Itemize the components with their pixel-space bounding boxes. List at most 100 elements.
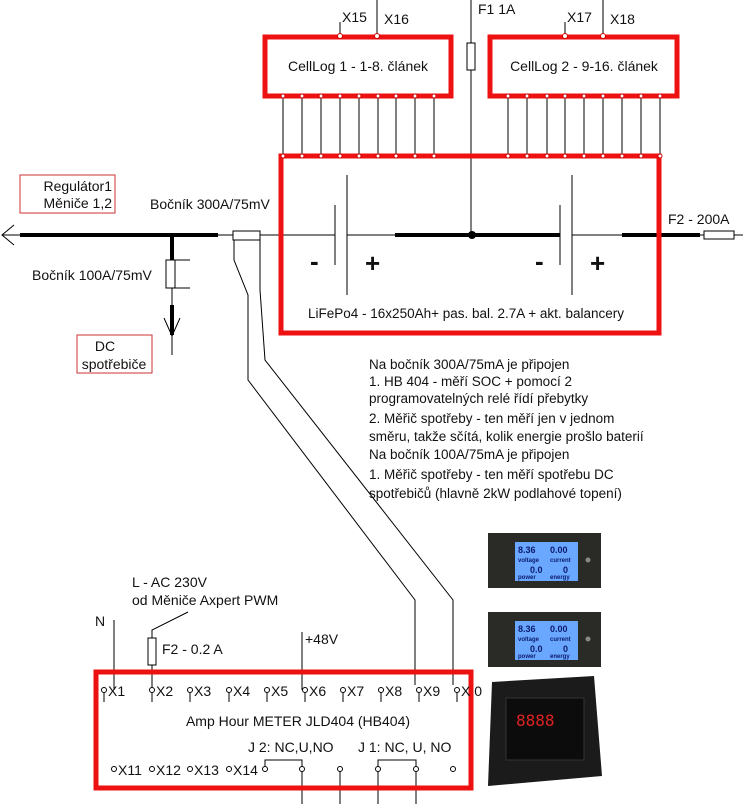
note-line: Na bočník 300A/75mA je připojen <box>369 357 569 372</box>
meter-title: Amp Hour METER JLD404 (HB404) <box>186 713 410 729</box>
terminal-label: X12 <box>156 762 181 778</box>
battery-label: LiFePo4 - 16x250Ah+ pas. bal. 2.7A + akt… <box>308 306 624 321</box>
terminal-pin <box>416 687 422 693</box>
lcd-energy: 0 <box>563 565 568 575</box>
terminal-label: X1 <box>108 683 125 699</box>
celllog2-label: CellLog 2 - 9-16. článek <box>510 58 659 74</box>
note-line: Na bočník 100A/75mA je připojen <box>369 447 569 462</box>
fuse-f2-label: F2 - 200A <box>668 211 730 227</box>
terminal-label: X3 <box>194 683 211 699</box>
battery-pin <box>600 153 606 159</box>
celllog1-label: CellLog 1 - 1-8. článek <box>288 58 429 74</box>
lcd-label: energy <box>550 575 570 581</box>
shunt100-label: Bočník 100A/75mV <box>32 267 153 283</box>
terminal-label: X 0 <box>461 683 482 699</box>
lcd-label: current <box>550 558 571 564</box>
lcd-label: voltage <box>518 558 540 564</box>
v48-label: +48V <box>305 631 339 647</box>
celllog-pin <box>356 93 362 99</box>
battery-pin <box>356 153 362 159</box>
battery-pin <box>524 153 530 159</box>
led-display: 8888 <box>516 711 555 730</box>
shunt300-label: Bočník 300A/75mV <box>150 196 271 212</box>
top-wires <box>339 0 604 235</box>
battery-pin <box>337 153 343 159</box>
dc-line2: spotřebiče <box>82 356 147 372</box>
terminal-pin <box>111 766 117 772</box>
lcd-meter-photo-2: 8.36 0.00 voltage current 0.0 0 power en… <box>488 612 601 667</box>
terminal-label: X6 <box>309 683 326 699</box>
terminal-pin <box>226 766 232 772</box>
lcd-label: power <box>518 575 536 581</box>
shunt-cable <box>233 240 454 685</box>
celllog-pin <box>562 93 568 99</box>
battery-pin <box>619 153 625 159</box>
terminal-label: X2 <box>156 683 173 699</box>
battery-box <box>278 153 662 336</box>
battery-pin <box>505 153 511 159</box>
lcd-label: current <box>550 637 571 643</box>
relay-terminals <box>262 766 456 772</box>
relay-j2-label: J 2: NC,U,NO <box>248 739 334 755</box>
battery1-plus: + <box>365 248 380 278</box>
battery-pin <box>544 153 550 159</box>
meter-box <box>93 669 474 791</box>
celllog-pin <box>337 93 343 99</box>
fuse-0.2a-label: F2 - 0.2 A <box>162 641 223 657</box>
terminal-pin <box>187 687 193 693</box>
celllog-pin <box>393 93 399 99</box>
dc-line1: DC <box>95 338 115 354</box>
terminal-pin <box>101 687 107 693</box>
battery-pin <box>562 153 568 159</box>
terminal-pin <box>149 687 155 693</box>
terminal-pin <box>378 687 384 693</box>
lcd-current: 0.00 <box>550 545 568 555</box>
led-meter-photo: 8888 <box>488 676 602 786</box>
lcd-voltage: 8.36 <box>518 624 536 634</box>
terminal-pin <box>264 687 270 693</box>
top-terminals <box>337 33 606 39</box>
battery-pin <box>318 153 324 159</box>
battery-pin <box>280 153 286 159</box>
celllog-pin <box>581 93 587 99</box>
celllog-pin <box>505 93 511 99</box>
celllog-pin <box>638 93 644 99</box>
label-fuse-f1: F1 1A <box>478 1 516 17</box>
lcd-label: voltage <box>518 637 540 643</box>
note-line: 1. HB 404 - měří SOC + pomocí 2 <box>369 374 572 389</box>
label-x17: X17 <box>567 9 592 25</box>
fuse-f2-200a <box>703 230 735 240</box>
terminal-label: X4 <box>233 683 250 699</box>
celllog-pin <box>657 93 663 99</box>
cell-wires <box>282 96 661 156</box>
regulator-line2: Měniče 1,2 <box>44 195 113 211</box>
note-line: 2. Měřič spotřeby - ten měří jen v jedno… <box>369 411 614 426</box>
note-line: 1. Měřič spotřeby - ten měří spotřebu DC <box>369 467 614 482</box>
celllog-pin <box>524 93 530 99</box>
shunt-300a <box>232 230 261 241</box>
terminal-label: X14 <box>233 762 258 778</box>
terminal-pin <box>340 687 346 693</box>
lcd-voltage: 8.36 <box>518 545 536 555</box>
terminal-pin <box>302 687 308 693</box>
celllog-pin <box>280 93 286 99</box>
battery1-minus: - <box>310 246 319 276</box>
ac-line1: L - AC 230V <box>132 574 208 590</box>
celllog-pin <box>412 93 418 99</box>
terminal-pin <box>149 766 155 772</box>
note-line: programovatelných relé řídí přebytky <box>369 391 588 406</box>
celllog-pin <box>299 93 305 99</box>
celllog-pin <box>318 93 324 99</box>
neutral-label: N <box>95 613 105 629</box>
terminal-label: X9 <box>423 683 440 699</box>
dc-loads-box <box>76 334 153 374</box>
terminal-label: X8 <box>385 683 402 699</box>
note-line: směru, takže sčítá, kolik energie prošlo… <box>369 429 644 444</box>
fuse-f1 <box>466 42 476 71</box>
battery-pin <box>412 153 418 159</box>
battery-pin <box>657 153 663 159</box>
fuse-f2-0.2a <box>147 637 157 666</box>
label-x16: X16 <box>384 11 409 27</box>
battery-pin <box>393 153 399 159</box>
